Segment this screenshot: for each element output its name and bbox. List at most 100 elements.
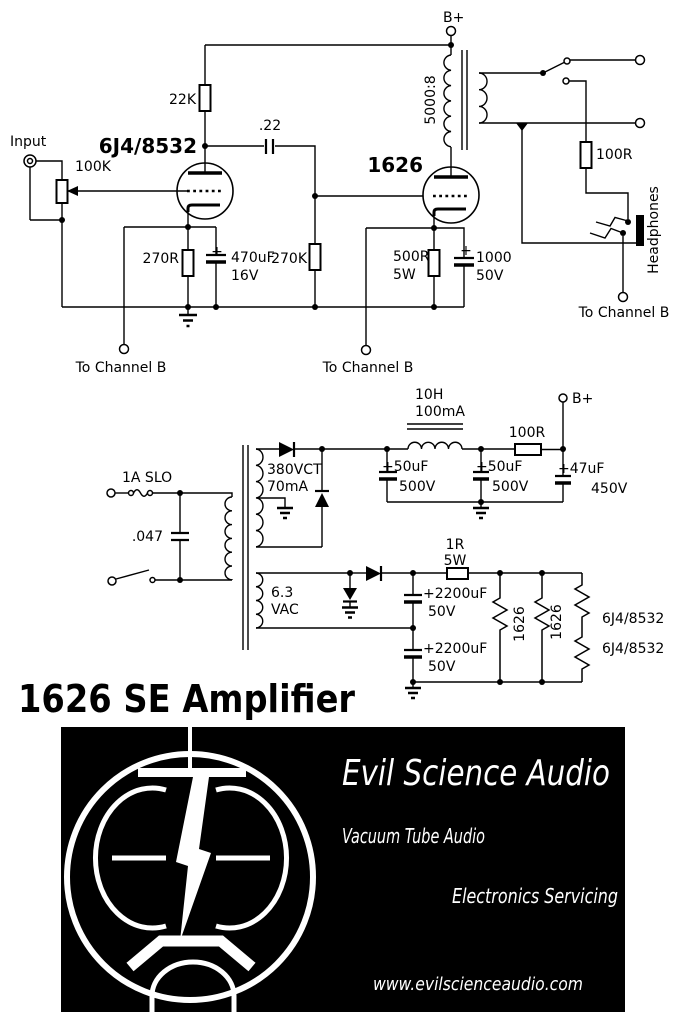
- jack-body-icon: [636, 215, 644, 246]
- bplus-label-psu: B+: [572, 391, 593, 407]
- output-terminal-icon: [634, 54, 646, 66]
- resistor-270k-label: 270K: [271, 251, 308, 267]
- pt-hv-secondary-coil: [255, 448, 264, 548]
- resistor-270r: [181, 249, 195, 277]
- heater-loads: 1626 1626 6J4/8532 6J4/8532: [491, 570, 664, 685]
- cap2-volt: 500V: [492, 479, 529, 495]
- tagline-vacuum-tube: Vacuum Tube Audio: [342, 824, 485, 848]
- load2-label: 1626: [549, 604, 565, 640]
- cap-1000uf-volt: 50V: [476, 268, 504, 284]
- opt-core: [461, 50, 468, 150]
- jack-tip-spring-icon: [595, 216, 629, 227]
- heater-winding-vac: VAC: [271, 602, 299, 618]
- opt-primary-coil: [443, 54, 452, 148]
- bplus-terminal-amp: B+: [443, 10, 464, 48]
- to-channel-b-1: To Channel B: [75, 343, 166, 376]
- cap1-label: +50uF: [382, 459, 428, 475]
- heater-load-1626-a: [491, 573, 509, 682]
- choke-l-label: 10H: [415, 387, 443, 403]
- choke-i-label: 100mA: [415, 404, 465, 420]
- hv-winding-label: 380VCT: [267, 462, 322, 478]
- filter-network: +50uF 500V +50uF 500V 100R +47uF 450V B+: [379, 391, 628, 520]
- capacitor-icon: [264, 139, 275, 154]
- heater-load-1626-b: [533, 573, 551, 682]
- cap3-label: +47uF: [558, 461, 604, 477]
- cap-470uf-plus: +: [211, 244, 223, 260]
- cap1-volt: 500V: [399, 479, 436, 495]
- filter-choke: 10H 100mA: [387, 387, 515, 450]
- tube2-label: 1626: [367, 153, 423, 177]
- tagline-servicing: Electronics Servicing: [452, 884, 618, 908]
- line-cap-label: .047: [132, 529, 163, 545]
- ground-icon: [473, 506, 489, 520]
- ground-icon: [179, 313, 197, 328]
- pot-body: [55, 179, 69, 204]
- cap-1000uf-label: 1000: [476, 250, 512, 266]
- input-label: Input: [10, 134, 47, 150]
- channel-b-terminal-icon: [118, 343, 130, 355]
- load4-label: 6J4/8532: [602, 641, 664, 657]
- resistor-270r-label: 270R: [143, 251, 180, 267]
- resistor-22k-label: 22K: [169, 92, 197, 108]
- resistor-500r-label: 500R: [393, 249, 430, 265]
- brand-name: Evil Science Audio: [342, 753, 610, 794]
- cathode-network-1: 270R + 470uF 16V: [123, 224, 275, 345]
- tube-6j4: 6J4/8532: [99, 134, 234, 227]
- coupling-cap-label: .22: [259, 118, 281, 134]
- headphone-resistor-100r: 100R: [579, 141, 633, 219]
- heater-winding-label: 6.3: [271, 585, 293, 601]
- volume-pot-100k: 100K: [55, 159, 187, 307]
- channel-b-terminal-icon: [360, 344, 372, 356]
- opt-ratio-label: 5000:8: [423, 75, 439, 124]
- tube1-envelope: [176, 162, 234, 220]
- ground-icon: [405, 686, 421, 700]
- tube1-cathode-icon: [186, 203, 220, 212]
- load3-label: 6J4/8532: [602, 611, 664, 627]
- fuse-cap-icon: [146, 489, 154, 497]
- cap3-volt: 450V: [591, 481, 628, 497]
- headphone-switch: [542, 54, 646, 142]
- pot-label: 100K: [75, 159, 112, 175]
- opt-secondary-coil: [478, 72, 488, 124]
- bplus-label: B+: [443, 10, 464, 26]
- jack-ring-spring-icon: [589, 227, 624, 239]
- line-terminal-icon: [107, 576, 117, 586]
- resistor-500r: [427, 249, 441, 277]
- input-jack: Input: [10, 134, 63, 221]
- resistor-100r: [579, 141, 593, 169]
- switch-contact-icon: [149, 576, 156, 584]
- line-cap-icon: [171, 531, 189, 542]
- resistor-500r-watt: 5W: [393, 267, 416, 283]
- ground-icon: [342, 606, 358, 619]
- website-url: www.evilscienceaudio.com: [373, 974, 583, 995]
- resistor-22k: [198, 84, 212, 112]
- cap-470uf-volt: 16V: [231, 268, 259, 284]
- hv-rectifier: [256, 442, 387, 548]
- tube1-label: 6J4/8532: [99, 134, 197, 158]
- fuse-cap-icon: [127, 489, 135, 497]
- cap-1000uf-plus: +: [460, 243, 472, 259]
- channel-b-terminal-icon: [617, 291, 629, 303]
- resistor-100r-label: 100R: [596, 147, 633, 163]
- power-transformer: 380VCT 70mA 6.3 VAC: [224, 445, 322, 650]
- pt-heater-coil: [255, 572, 264, 629]
- grid-resistor-270k: 270K: [271, 196, 322, 307]
- filter-cap-icons: [379, 470, 571, 478]
- diode-icon: [343, 588, 357, 600]
- line-terminal-icon: [106, 488, 116, 498]
- ground-icon: [277, 506, 293, 520]
- filter-resistor-label: 100R: [509, 425, 546, 441]
- power-switch-lever-icon: [115, 569, 150, 580]
- fuse-label: 1A SLO: [122, 470, 172, 486]
- heater-load-6j4-pair: [573, 573, 591, 682]
- tube-logo-icon: [64, 727, 316, 1012]
- heater-resistor-watt: 5W: [444, 553, 467, 569]
- cap2-label: +50uF: [476, 459, 522, 475]
- wiper-arrow-icon: [67, 186, 78, 196]
- resistor-100r-filter: [514, 443, 542, 456]
- bplus-terminal-icon: [445, 25, 457, 37]
- page-title: 1626 SE Amplifier: [18, 677, 355, 721]
- hcap2-label: +2200uF: [423, 641, 487, 657]
- output-terminal-icon: [634, 117, 646, 129]
